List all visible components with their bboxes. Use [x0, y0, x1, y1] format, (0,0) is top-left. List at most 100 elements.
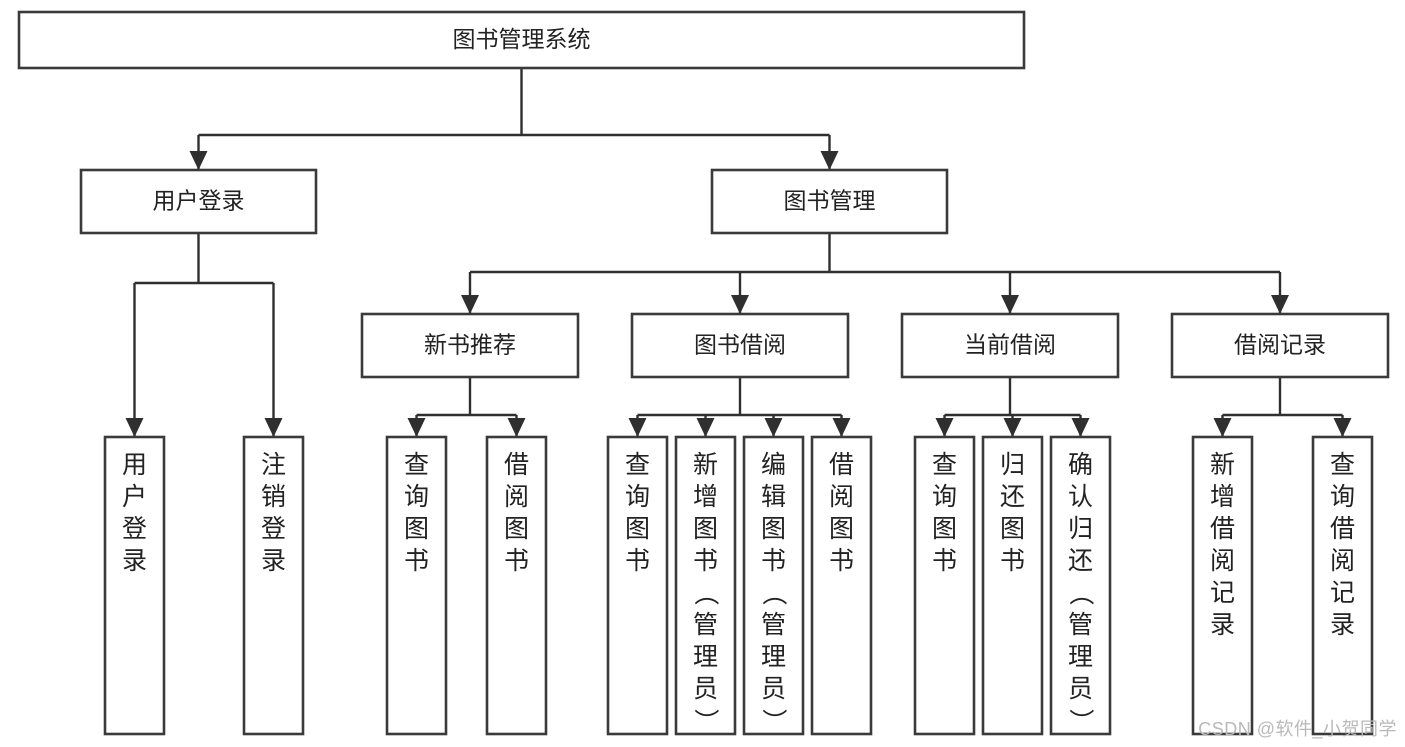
- arrow-head-icon: [264, 418, 283, 437]
- arrow-head-icon: [189, 151, 208, 170]
- node-leaf-query-book-borrow[interactable]: 查询图书查询图书: [606, 435, 669, 736]
- node-label-char: 图: [404, 515, 429, 543]
- node-user-login[interactable]: 用户登录: [79, 168, 318, 235]
- node-root[interactable]: 图书管理系统: [17, 10, 1026, 70]
- node-box-leaf-query-book-borrow: [606, 435, 669, 736]
- node-leaf-add-borrow-record[interactable]: 新增借阅记录新增借阅记录: [1191, 435, 1254, 736]
- node-label-char: 阅: [1210, 547, 1235, 575]
- node-label-current-borrow: 当前借阅: [964, 332, 1056, 358]
- arrow-head-icon: [820, 151, 839, 170]
- arrow-head-icon: [731, 295, 749, 314]
- node-leaf-query-borrow-record[interactable]: 查询借阅记录查询借阅记录: [1311, 435, 1374, 736]
- node-label-char: 图: [693, 515, 718, 543]
- node-label-char: 员: [693, 675, 718, 703]
- node-box-leaf-query-book-rec: [385, 435, 448, 736]
- node-label-char: 查: [1330, 451, 1355, 479]
- node-label-char: 记: [1330, 579, 1355, 607]
- node-label-char: 录: [261, 547, 286, 575]
- node-label-char: ）: [692, 708, 720, 733]
- node-label-char: 图: [504, 515, 529, 543]
- node-label-char: 阅: [504, 483, 529, 511]
- node-box-leaf-logout: [242, 435, 305, 736]
- arrow-head-icon: [1213, 418, 1232, 437]
- node-label-char: 借: [1330, 515, 1355, 543]
- node-label-char: 图: [1000, 515, 1025, 543]
- node-label-char: 图: [625, 515, 650, 543]
- node-leaf-return-book[interactable]: 归还图书归还图书: [981, 435, 1044, 736]
- node-label-char: （: [1067, 580, 1095, 605]
- node-label-char: 还: [1068, 547, 1093, 575]
- node-label-char: 新: [1210, 451, 1235, 479]
- node-label-root: 图书管理系统: [453, 26, 591, 52]
- node-label-char: 确: [1068, 451, 1093, 479]
- node-leaf-query-book-current[interactable]: 查询图书查询图书: [913, 435, 976, 736]
- node-box-leaf-add-borrow-record: [1191, 435, 1254, 736]
- node-label-book-borrow: 图书借阅: [694, 332, 786, 358]
- node-label-char: 询: [625, 483, 650, 511]
- node-box-borrow-record: [1170, 312, 1390, 379]
- node-new-book-recommend[interactable]: 新书推荐: [360, 312, 580, 379]
- node-label-char: 增: [693, 483, 718, 511]
- node-label-user-login: 用户登录: [153, 188, 245, 214]
- node-label-char: 借: [504, 451, 529, 479]
- node-box-user-login: [79, 168, 318, 235]
- node-label-char: 增: [1210, 483, 1235, 511]
- node-book-manage[interactable]: 图书管理: [710, 168, 949, 235]
- node-label-char: 图: [829, 515, 854, 543]
- node-leaf-user-login[interactable]: 用户登录用户登录: [103, 435, 166, 736]
- node-book-borrow[interactable]: 图书借阅: [630, 312, 850, 379]
- node-label-char: 用: [122, 451, 147, 479]
- node-label-char: 书: [625, 547, 650, 575]
- node-label-char: 书: [829, 547, 854, 575]
- node-leaf-borrow-book[interactable]: 借阅图书借阅图书: [810, 435, 873, 736]
- node-label-char: 书: [1000, 547, 1025, 575]
- node-box-leaf-edit-book-admin: [742, 435, 805, 736]
- node-leaf-query-book-rec[interactable]: 查询图书查询图书: [385, 435, 448, 736]
- node-label-char: 编: [761, 451, 786, 479]
- node-box-leaf-query-borrow-record: [1311, 435, 1374, 736]
- node-label-char: 管: [693, 611, 718, 639]
- arrow-head-icon: [1271, 295, 1289, 314]
- node-label-char: 理: [761, 643, 786, 671]
- arrow-head-icon: [764, 418, 783, 437]
- node-leaf-logout[interactable]: 注销登录注销登录: [242, 435, 305, 736]
- node-label-char: ）: [1067, 708, 1095, 733]
- node-current-borrow[interactable]: 当前借阅: [900, 312, 1120, 379]
- node-label-char: ）: [760, 708, 788, 733]
- node-label-char: 新: [693, 451, 718, 479]
- arrow-head-icon: [407, 418, 426, 437]
- node-box-current-borrow: [900, 312, 1120, 379]
- node-label-char: 借: [829, 451, 854, 479]
- node-label-char: 录: [122, 547, 147, 575]
- node-label-char: 阅: [829, 483, 854, 511]
- node-label-char: 查: [625, 451, 650, 479]
- arrow-head-icon: [1003, 418, 1022, 437]
- node-label-char: 书: [693, 547, 718, 575]
- node-label-char: 归: [1068, 515, 1093, 543]
- node-label-char: 销: [261, 483, 286, 511]
- arrow-head-icon: [628, 418, 647, 437]
- node-label-borrow-record: 借阅记录: [1234, 332, 1326, 358]
- node-label-char: 登: [261, 515, 286, 543]
- node-box-leaf-confirm-return-admin: [1049, 435, 1112, 736]
- node-leaf-borrow-book-rec[interactable]: 借阅图书借阅图书: [485, 435, 548, 736]
- node-box-root: [17, 10, 1026, 70]
- node-label-char: 还: [1000, 483, 1025, 511]
- node-label-char: 归: [1000, 451, 1025, 479]
- node-label-char: 询: [404, 483, 429, 511]
- node-label-char: 记: [1210, 579, 1235, 607]
- node-label-char: 询: [1330, 483, 1355, 511]
- node-label-char: 管: [761, 611, 786, 639]
- arrow-head-icon: [935, 418, 954, 437]
- node-label-char: 认: [1068, 483, 1093, 511]
- node-box-leaf-add-book-admin: [674, 435, 737, 736]
- node-label-char: 理: [693, 643, 718, 671]
- node-borrow-record[interactable]: 借阅记录: [1170, 312, 1390, 379]
- node-label-char: 户: [122, 483, 147, 511]
- node-label-char: 书: [761, 547, 786, 575]
- node-box-leaf-return-book: [981, 435, 1044, 736]
- node-label-char: 借: [1210, 515, 1235, 543]
